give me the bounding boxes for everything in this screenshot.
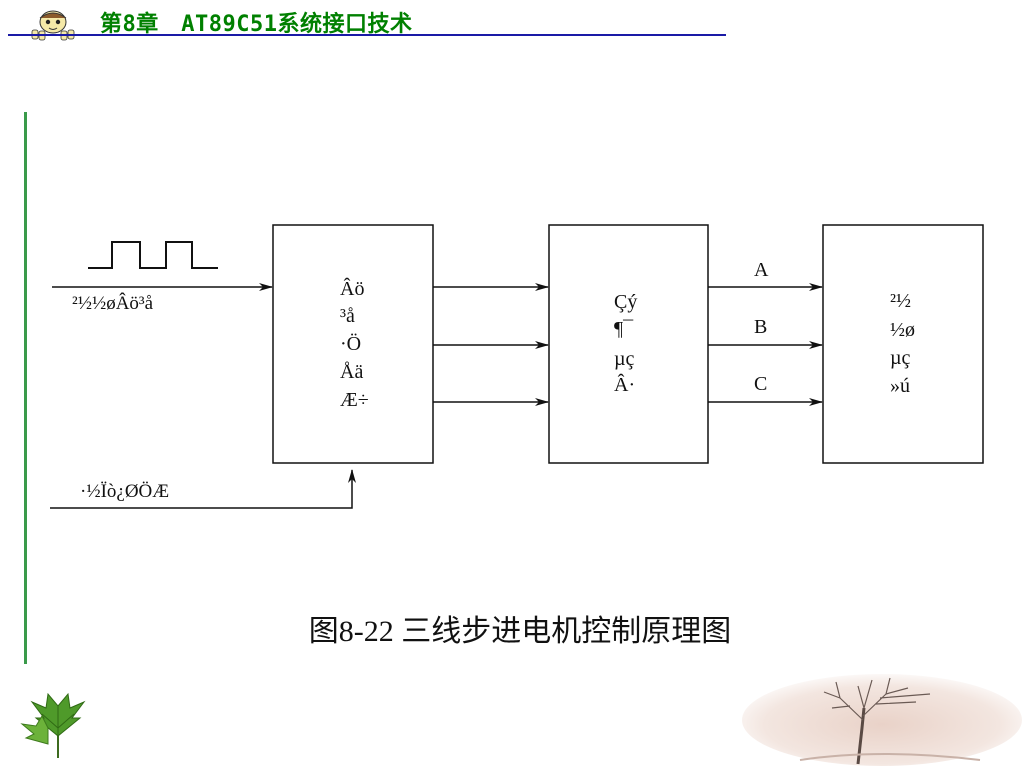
left-accent-bar	[24, 112, 27, 664]
direction-control-line	[50, 469, 356, 509]
direction-control-label: ·½Ïò¿ØÖÆ	[80, 481, 169, 502]
figure-caption: 图8-22 三线步进电机控制原理图	[308, 615, 732, 648]
block1-line: ³å	[340, 305, 355, 327]
block1-line: Æ÷	[340, 389, 369, 411]
block2-line: Â·	[614, 373, 635, 396]
phase-c-label: C	[754, 373, 767, 395]
block3-line: µç	[890, 347, 911, 369]
phase-b-label: B	[754, 316, 767, 338]
winter-tree-icon	[742, 674, 1022, 766]
header-divider	[8, 34, 726, 36]
maple-leaf-icon	[20, 692, 86, 758]
phase-a-label: A	[754, 259, 769, 281]
driver-circuit-block	[548, 224, 709, 464]
block2-line: µç	[614, 348, 635, 370]
pulse-distributor-block	[272, 224, 434, 464]
header-title: 第8章 AT89C51系统接口技术	[100, 12, 413, 37]
block1-line: Âö	[340, 277, 364, 300]
block3-line: »ú	[890, 375, 910, 397]
stepper-motor-block	[822, 224, 984, 464]
block1-line: Åä	[340, 361, 363, 383]
block3-line: ½ø	[890, 319, 915, 341]
block2-line: Çý	[614, 291, 637, 313]
input-label: ²½½øÂö³å	[72, 292, 154, 314]
pulse-waveform	[88, 241, 218, 269]
block1-line: ·Ö	[340, 332, 361, 355]
block3-line: ²½	[890, 290, 911, 312]
block2-line: ¶¯	[614, 318, 634, 340]
